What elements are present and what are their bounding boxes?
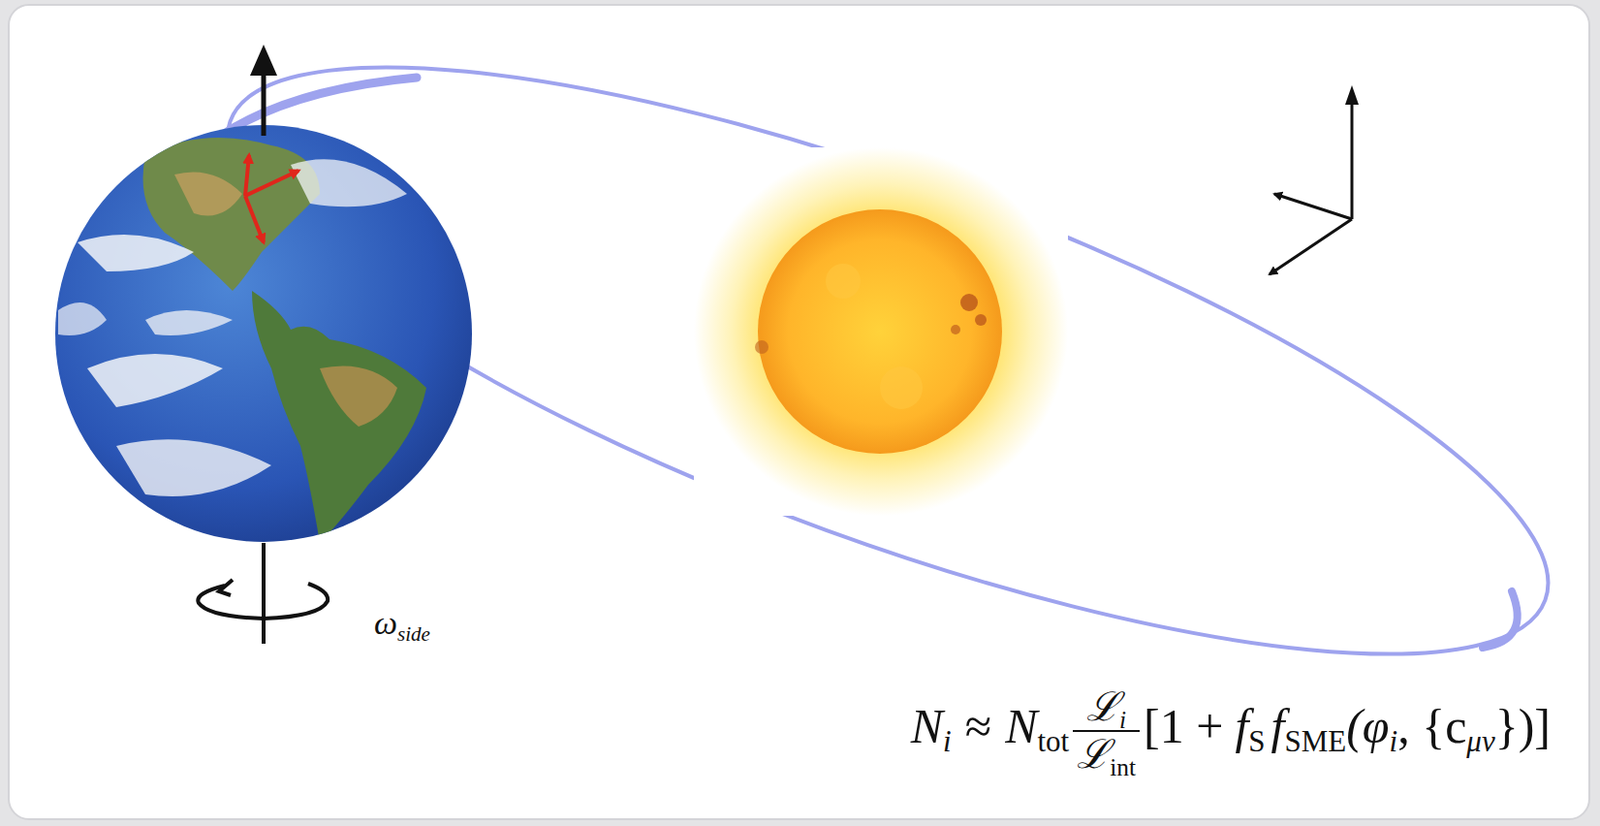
formula-symbol: ≈ bbox=[965, 698, 992, 753]
subscript: tot bbox=[1036, 723, 1069, 758]
sun bbox=[693, 147, 1068, 516]
angular-velocity-label: ωside bbox=[374, 604, 431, 642]
rotation-axis bbox=[197, 44, 328, 644]
formula-symbol: ω bbox=[374, 604, 398, 641]
formula-symbol: f bbox=[1271, 698, 1286, 753]
subscript: int bbox=[1109, 752, 1136, 781]
subscript: i bbox=[942, 723, 952, 758]
subscript: SME bbox=[1284, 723, 1347, 758]
orbit bbox=[168, 0, 1600, 770]
formula-symbol: ℒ bbox=[1086, 684, 1120, 729]
coordinate-axes bbox=[1269, 85, 1359, 275]
formula-symbol: (φ bbox=[1346, 698, 1389, 753]
formula-symbol: })] bbox=[1495, 698, 1551, 753]
formula-symbol: f bbox=[1234, 698, 1249, 753]
earth bbox=[55, 125, 472, 543]
subscript: side bbox=[397, 622, 431, 646]
subscript: S bbox=[1248, 723, 1265, 758]
formula-symbol: [1 + bbox=[1143, 698, 1224, 753]
fraction: ℒiℒint bbox=[1072, 686, 1140, 776]
formula-symbol: , {c bbox=[1397, 698, 1467, 753]
formula: Ni≈Ntotℒiℒint[1 +fSfSME(φi, {cμν})] bbox=[910, 686, 1551, 776]
formula-symbol: N bbox=[1004, 698, 1037, 753]
subscript: i bbox=[1389, 723, 1399, 758]
formula-symbol: ℒ bbox=[1076, 731, 1110, 777]
subscript: μν bbox=[1466, 723, 1495, 758]
formula-symbol: N bbox=[910, 698, 943, 753]
subscript: i bbox=[1119, 705, 1127, 733]
